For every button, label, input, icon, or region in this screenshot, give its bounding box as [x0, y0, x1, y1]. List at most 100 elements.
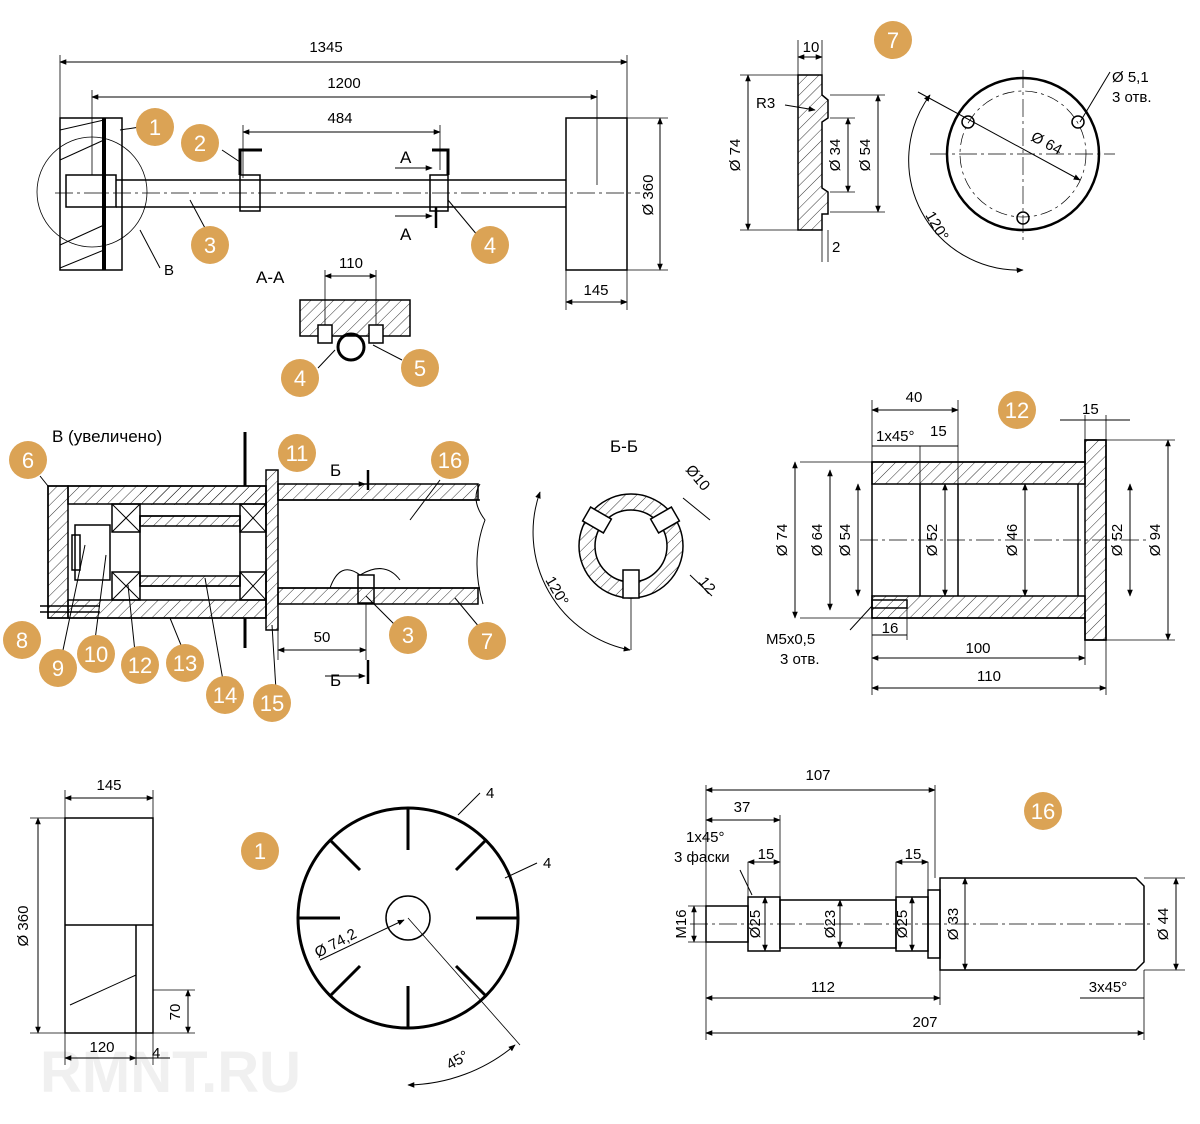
dim-sleeve-chamfer: 1x45° [876, 428, 915, 445]
badge-label: 8 [16, 628, 28, 653]
badge-label: 15 [260, 691, 284, 716]
dim-vane-thickness-top: 4 [486, 785, 494, 802]
dim-axle-d25-right: Ø25 [894, 910, 911, 938]
dim-sleeve-d64: Ø 64 [809, 524, 826, 557]
badge-label: 4 [484, 233, 496, 258]
dim-flange-step: Ø 54 [857, 139, 874, 172]
position-badge-11: 11 [278, 434, 316, 472]
position-badge-10: 10 [77, 635, 115, 673]
position-badge-12: 12 [998, 391, 1036, 429]
assembly-view [36, 55, 668, 310]
position-badge-3: 3 [191, 226, 229, 264]
dim-axle-d33: Ø 33 [945, 908, 962, 941]
badge-label: 9 [52, 656, 64, 681]
badge-label: 4 [294, 366, 306, 391]
hole-label-count: 3 отв. [1112, 89, 1152, 106]
dim-vane-angle: 45° [444, 1047, 472, 1073]
flange-7-dims: 10 R3 Ø 74 Ø 34 Ø 54 2 Ø 64 120° Ø 5,1 3… [727, 39, 1152, 256]
position-badge-7: 7 [874, 21, 912, 59]
axle-16-view [688, 785, 1185, 1040]
badge-circle [166, 644, 204, 682]
badge-circle [181, 124, 219, 162]
dim-hub-diameter: Ø 74,2 [312, 925, 360, 961]
dim-sleeve-chamfer-len: 15 [930, 423, 947, 440]
badge-circle [281, 359, 319, 397]
badge-label: 3 [402, 623, 414, 648]
watermark: RMNT.RU [40, 1040, 301, 1105]
position-badge-1: 1 [136, 108, 174, 146]
position-badge-6: 6 [9, 441, 47, 479]
position-badge-16: 16 [1024, 792, 1062, 830]
position-badge-9: 9 [39, 649, 77, 687]
badge-circle [77, 635, 115, 673]
dim-axle-thread: M16 [673, 909, 690, 938]
section-mark-a-bottom: A [400, 225, 412, 244]
position-badge-2: 2 [181, 124, 219, 162]
position-badge-12: 12 [121, 646, 159, 684]
section-mark-a-top: A [400, 148, 412, 167]
dim-sleeve-flange-dia: Ø 94 [1147, 524, 1164, 557]
wheel-1-views [30, 790, 538, 1088]
dim-plate-thickness: 4 [152, 1045, 160, 1062]
badge-circle [471, 226, 509, 264]
thread-label-count: 3 отв. [780, 651, 820, 668]
dim-sleeve-total-length: 110 [977, 668, 1001, 685]
detail-b-title: В (увеличено) [52, 427, 162, 446]
dim-vane-thickness-side: 4 [543, 855, 551, 872]
badge-circle [278, 434, 316, 472]
position-badge-14: 14 [206, 676, 244, 714]
dim-axle-journal-right: 15 [905, 846, 922, 863]
dim-axle-span: 1200 [327, 75, 360, 92]
badge-label: 12 [128, 653, 152, 678]
badge-circle [121, 646, 159, 684]
position-badge-5: 5 [401, 349, 439, 387]
view-mark-b: B [164, 262, 174, 279]
badge-circle [136, 108, 174, 146]
dim-sleeve-bore-depth: 40 [906, 389, 923, 406]
badge-label: 3 [204, 233, 216, 258]
badge-circle [191, 226, 229, 264]
badge-label: 5 [414, 356, 426, 381]
badge-label: 13 [173, 651, 197, 676]
badge-circle [468, 622, 506, 660]
dim-flange-recess: 2 [832, 239, 840, 256]
dim-hole-angle: 120° [922, 209, 952, 244]
dim-sleeve-d52-left: Ø 52 [924, 524, 941, 557]
dim-drum-diameter: Ø 360 [640, 175, 657, 216]
badge-label: 2 [194, 131, 206, 156]
dim-axle-d23: Ø23 [822, 910, 839, 938]
dim-drum-width: 145 [583, 282, 608, 299]
position-badge-13: 13 [166, 644, 204, 682]
badge-circle [401, 349, 439, 387]
chamfer-label-count: 3 фаски [674, 849, 730, 866]
dim-sleeve-flange-width: 15 [1082, 401, 1099, 418]
position-badge-7: 7 [468, 622, 506, 660]
dim-overall-length: 1345 [309, 39, 342, 56]
dim-pin-angle: 120° [542, 574, 572, 609]
dim-sleeve-outer-dia: Ø 74 [774, 524, 791, 557]
badge-label: 12 [1005, 398, 1029, 423]
dim-vane-height: 70 [167, 1004, 184, 1021]
dim-bracket-span: 484 [327, 110, 352, 127]
badge-label: 16 [1031, 799, 1055, 824]
badge-circle [998, 391, 1036, 429]
thread-label-size: M5x0,5 [766, 631, 815, 648]
dim-flange-outer-dia: Ø 74 [727, 139, 744, 172]
position-badge-16: 16 [431, 441, 469, 479]
dim-axle-d44: Ø 44 [1155, 908, 1172, 941]
dim-axle-112: 112 [811, 979, 835, 996]
assembly-dims: 1345 1200 484 145 Ø 360 A A B [164, 39, 657, 299]
position-badge-1: 1 [241, 832, 279, 870]
badge-label: 7 [481, 629, 493, 654]
badge-circle [253, 684, 291, 722]
dim-sleeve-body-length: 100 [965, 640, 990, 657]
dim-vane-length: 120 [89, 1039, 114, 1056]
sleeve-12-view [792, 400, 1175, 695]
section-aa-title: A-A [256, 268, 285, 287]
section-mark-bb-bottom: Б [330, 671, 341, 690]
dim-pin-dia: Ø10 [682, 462, 713, 495]
position-badge-4: 4 [471, 226, 509, 264]
position-badge-3: 3 [389, 616, 427, 654]
badge-circle [9, 441, 47, 479]
